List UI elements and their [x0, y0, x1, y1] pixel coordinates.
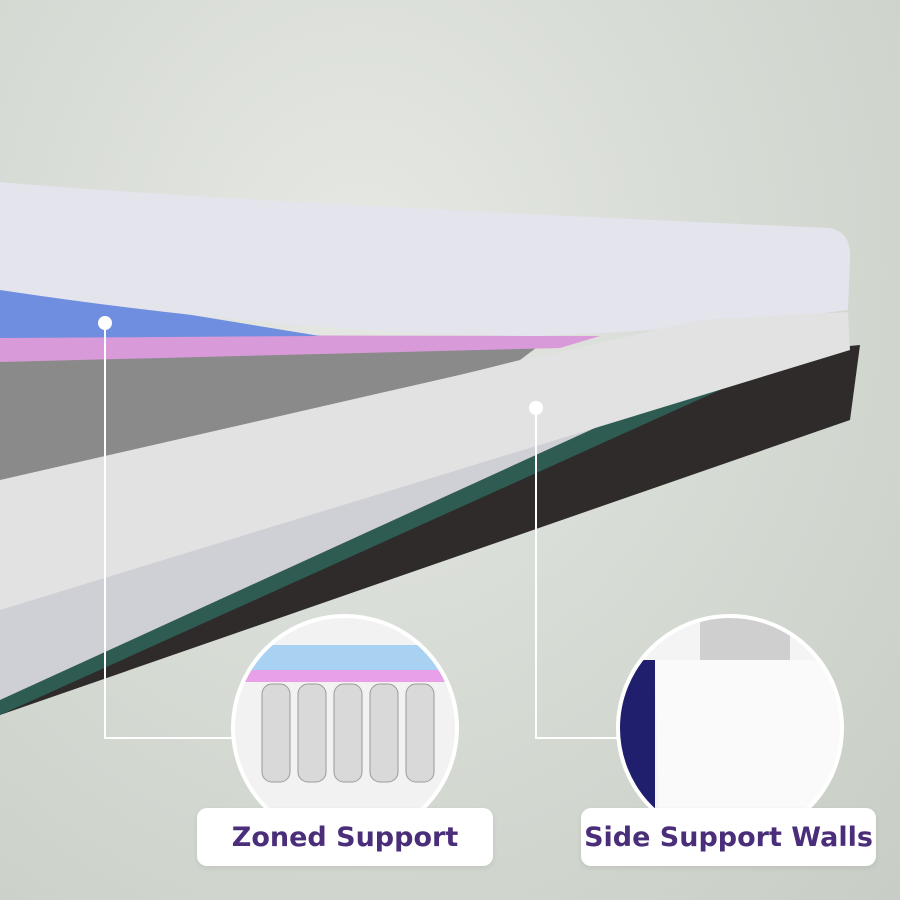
callout-line-side: [535, 408, 622, 739]
zoned-support-text: Zoned Support: [231, 821, 459, 853]
pink-layer: [0, 335, 600, 362]
side-support-walls-label: Side Support Walls: [581, 808, 876, 866]
green-band: [0, 380, 720, 715]
side-support-walls-text: Side Support Walls: [584, 821, 873, 853]
zoned-support-label: Zoned Support: [197, 808, 493, 866]
base-layer: [0, 345, 860, 715]
zoned-support-closeup: [233, 616, 457, 840]
callout-line-zoned: [104, 323, 240, 739]
top-cover: [0, 182, 851, 336]
side-support-wall: [0, 312, 850, 610]
